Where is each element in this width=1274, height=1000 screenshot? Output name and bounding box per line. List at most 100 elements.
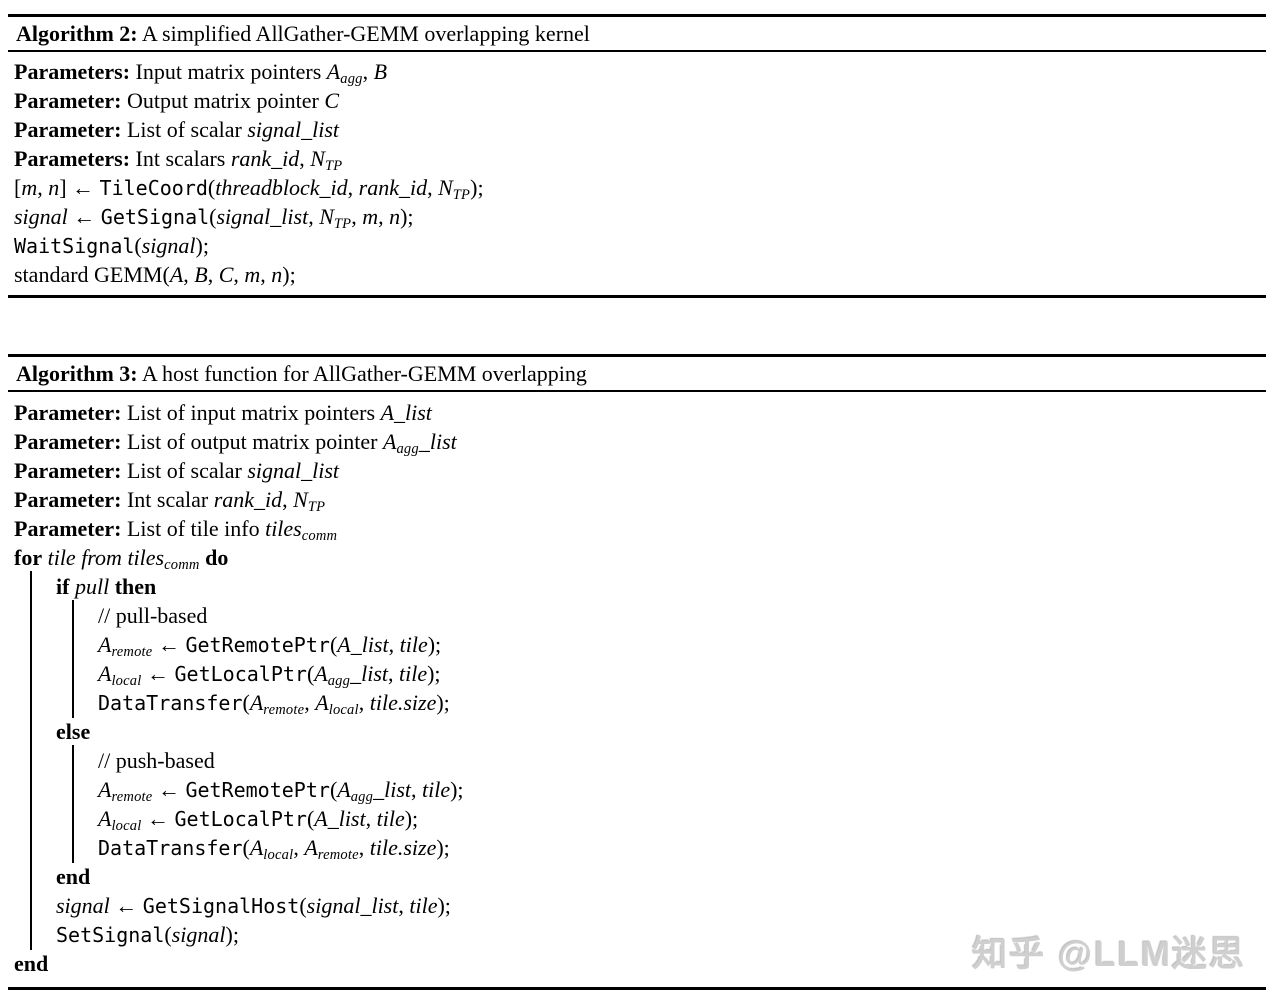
code-text-segment: A (249, 690, 264, 715)
code-text-segment: tile (409, 893, 438, 918)
code-line: DataTransfer(Aremote, Alocal, tile.size)… (8, 687, 1266, 718)
code-text-segment: ← (152, 632, 186, 657)
block-indent-rule (30, 861, 32, 892)
code-line: if pull then (8, 571, 1266, 602)
code-text-segment: signal_list (306, 893, 399, 918)
code-text-segment: local (111, 818, 142, 835)
code-function-name: GetSignal (100, 205, 210, 229)
code-text-segment: n (48, 175, 60, 200)
code-line: Parameter: List of tile info tilescomm (8, 514, 1266, 545)
algorithm-2-block: Algorithm 2: A simplified AllGather-GEMM… (8, 14, 1266, 298)
code-text-segment: ( (329, 777, 338, 802)
code-text-segment: ← (67, 204, 101, 229)
code-text-segment: remote (111, 644, 153, 661)
code-text-segment: ← (152, 777, 186, 802)
code-text-segment: A (383, 429, 397, 454)
code-function-name: GetRemotePtr (185, 633, 330, 657)
block-indent-rule (30, 571, 32, 602)
block-indent-rule (72, 803, 74, 834)
code-text-segment: A (98, 632, 112, 657)
code-text-segment: // pull-based (98, 603, 208, 628)
code-line: end (8, 861, 1266, 892)
code-text-segment: signal (56, 893, 110, 918)
code-text-segment: threadblock_id (215, 175, 348, 200)
code-text-segment: then (114, 574, 157, 599)
code-text-segment: tiles (265, 516, 302, 541)
code-text-segment: , (365, 806, 377, 831)
code-text-segment: tile from tiles (42, 545, 165, 570)
block-indent-rule (30, 629, 32, 660)
code-text-segment: A (314, 661, 328, 686)
code-text-segment: A (98, 661, 112, 686)
code-text-segment: // push-based (98, 748, 215, 773)
block-indent-rule (30, 803, 32, 834)
code-line: Aremote ← GetRemotePtr(A_list, tile); (8, 629, 1266, 661)
code-text-segment: comm (301, 528, 338, 545)
block-indent-rule (30, 919, 32, 950)
code-text-segment: [ (14, 175, 22, 200)
code-text-segment: ); (450, 777, 464, 802)
code-text-segment: end (56, 864, 91, 889)
code-text-segment: ); (437, 893, 451, 918)
code-text-segment: ); (282, 262, 296, 287)
code-text-segment: , (299, 146, 311, 171)
code-line: end (8, 949, 1266, 978)
code-function-name: GetRemotePtr (185, 778, 330, 802)
code-text-segment: Parameter: (14, 88, 122, 113)
code-function-name: GetLocalPtr (174, 807, 307, 831)
code-text-segment: , (293, 835, 305, 860)
block-indent-rule (30, 658, 32, 689)
code-text-segment: List of output matrix pointer (121, 429, 384, 454)
watermark: 知乎 @LLM迷思 (972, 935, 1246, 974)
block-indent-rule (30, 600, 32, 631)
code-text-segment: signal_list (247, 117, 340, 142)
code-text-segment: , (37, 175, 49, 200)
block-indent-rule (30, 687, 32, 718)
code-line: Parameter: List of scalar signal_list (8, 456, 1266, 485)
algorithm-3-body: Parameter: List of input matrix pointers… (8, 392, 1266, 987)
code-text-segment: Parameter: (14, 429, 122, 454)
code-text-segment: Parameter: (14, 458, 122, 483)
code-text-segment: N (293, 487, 308, 512)
block-indent-rule (72, 629, 74, 660)
code-text-segment: Parameters: (14, 59, 131, 84)
code-text-segment: A (249, 835, 264, 860)
code-text-segment: Parameter: (14, 487, 122, 512)
code-text-segment: rank_id (230, 146, 300, 171)
code-text-segment: N (319, 204, 334, 229)
code-text-segment: N (310, 146, 325, 171)
code-text-segment: ); (436, 835, 450, 860)
block-indent-rule (72, 687, 74, 718)
code-function-name: SetSignal (56, 923, 165, 947)
code-text-segment: ( (242, 690, 250, 715)
code-text-segment: , (358, 835, 370, 860)
code-line: [m, n] ← TileCoord(threadblock_id, rank_… (8, 173, 1266, 203)
code-text-segment: local (263, 847, 294, 864)
code-function-name: DataTransfer (98, 836, 243, 860)
code-function-name: GetLocalPtr (174, 662, 307, 686)
code-text-segment: A (337, 777, 351, 802)
code-text-segment: tile (399, 632, 428, 657)
code-line: Parameter: Output matrix pointer C (8, 86, 1266, 115)
code-line: DataTransfer(Alocal, Aremote, tile.size)… (8, 832, 1266, 864)
code-line: Aremote ← GetRemotePtr(Aagg_list, tile); (8, 774, 1266, 805)
code-text-segment: comm (164, 557, 200, 574)
code-text-segment: A (98, 806, 112, 831)
code-line: Parameter: List of scalar signal_list (8, 115, 1266, 144)
code-text-segment: Int scalar (121, 487, 214, 512)
code-text-segment: ] ← (59, 175, 100, 200)
code-line: else (8, 716, 1266, 747)
code-text-segment: Algorithm 2: (16, 21, 138, 46)
code-text-segment: ); (436, 690, 450, 715)
code-function-name: TileCoord (99, 176, 208, 200)
code-line: // push-based (8, 745, 1266, 776)
block-indent-rule (30, 890, 32, 921)
code-line: signal ← GetSignal(signal_list, NTP, m, … (8, 202, 1266, 232)
code-text-segment: n (389, 204, 401, 229)
algorithm-3-block: Algorithm 3: A host function for AllGath… (8, 354, 1266, 990)
code-line: SetSignal(signal); (8, 919, 1266, 950)
block-indent-rule (30, 716, 32, 747)
code-text-segment: A (315, 690, 329, 715)
algorithm-2-body: Parameters: Input matrix pointers Aagg, … (8, 52, 1266, 295)
code-text-segment: , (308, 204, 320, 229)
